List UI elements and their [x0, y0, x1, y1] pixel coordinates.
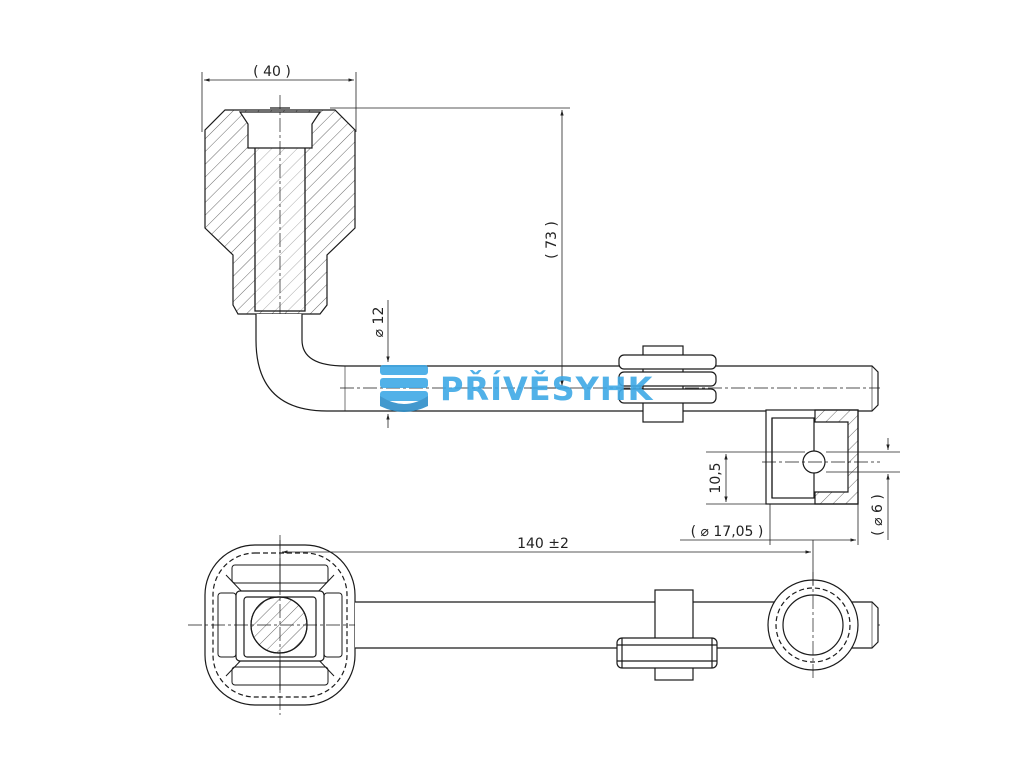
dim-length-total: 140 ±2 — [517, 536, 569, 552]
rod-pin — [618, 345, 717, 423]
dim-height-pin: 10,5 — [708, 462, 724, 493]
dim-height-total: ( 73 ) — [544, 221, 560, 259]
dim-diameter-rod: ⌀ 12 — [371, 307, 387, 338]
top-view — [188, 535, 880, 715]
clamp-top — [767, 572, 859, 678]
dimension-lines — [201, 72, 900, 585]
side-view — [204, 95, 880, 505]
logo-icon — [380, 365, 428, 412]
logo-brand-text: PŘÍVĚSYHK — [440, 370, 654, 408]
dimension-labels: ( 40 ) ( 73 ) ⌀ 12 10,5 ( ⌀ 17,05 ) ( ⌀ … — [253, 64, 886, 552]
dim-width-handle: ( 40 ) — [253, 64, 291, 80]
rod-pin-top — [616, 589, 718, 681]
watermark-logo: PŘÍVĚSYHK — [380, 365, 654, 412]
clamp-section — [762, 409, 880, 505]
dim-diameter-clamp: ( ⌀ 17,05 ) — [691, 524, 764, 540]
dim-diameter-hole: ( ⌀ 6 ) — [870, 494, 886, 536]
